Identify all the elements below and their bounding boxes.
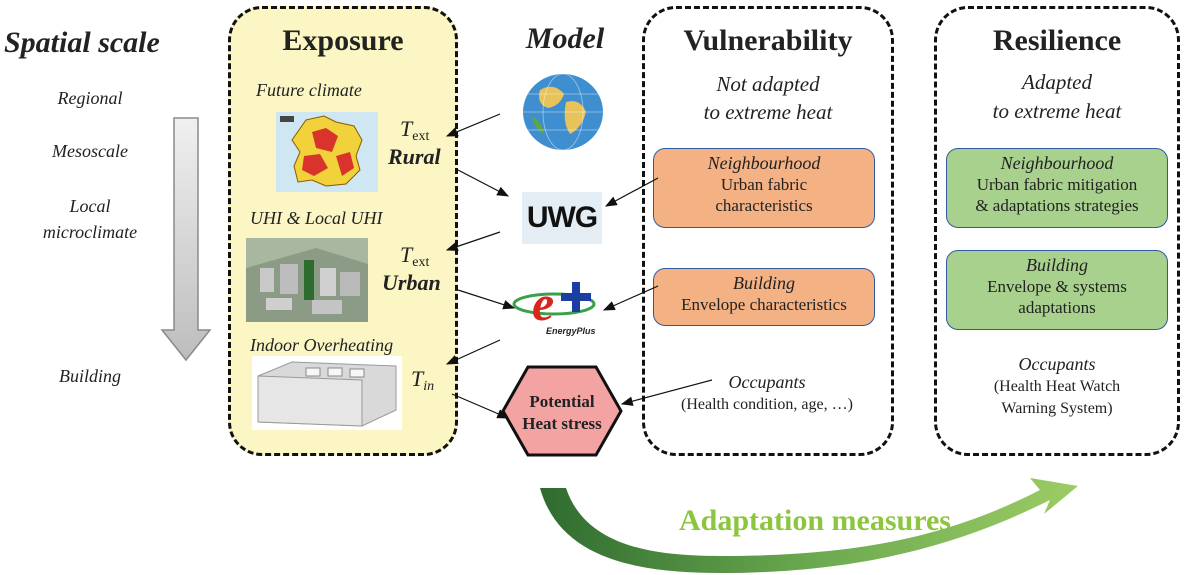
t-ext-rural-symbol: Text [400,116,430,144]
arrow-energyplus-to-tin [445,339,501,365]
arrow-tin-to-heat-stress [451,393,510,419]
heat-stress-line2: Heat stress [522,414,602,433]
resilience-title: Resilience [992,24,1122,57]
scale-building: Building [59,366,121,386]
resilience-occupants-title: Occupants [1018,354,1096,374]
resilience-panel [934,6,1180,456]
resilience-building-box: Building Envelope & systems adaptations [946,250,1168,330]
adaptation-curved-arrow [540,478,1078,573]
vulnerability-panel [642,6,894,456]
vulnerability-building-box: Building Envelope characteristics [653,268,875,326]
arrow-urban-to-energyplus [457,289,516,310]
adaptation-measures-label: Adaptation measures [679,504,951,537]
vulnerability-title: Vulnerability [683,24,853,57]
vulnerability-subtitle-1: Not adapted [716,72,820,96]
vulnerability-occupants-title: Occupants [728,372,806,392]
resilience-occupants-detail-2: Warning System) [1001,400,1113,417]
arrow-building-to-energyplus [602,285,659,311]
energyplus-label: EnergyPlus [546,326,596,336]
arrow-rural-to-uwg [457,169,510,197]
scale-regional: Regional [57,88,123,108]
exposure-title: Exposure [282,24,404,57]
spatial-scale-title: Spatial scale [4,26,160,59]
resilience-subtitle-1: Adapted [1022,70,1092,94]
resilience-subtitle-2: to extreme heat [992,99,1122,123]
scale-local: Local [69,196,111,216]
vulnerability-neighbourhood-box: Neighbourhood Urban fabric characteristi… [653,148,875,228]
urban-3d-model-image [246,238,368,322]
uwg-logo: UWG [522,192,602,244]
resilience-occupants-detail-1: (Health Heat Watch [993,378,1121,395]
spatial-scale-down-arrow [160,117,212,362]
arrow-neighbourhood-to-uwg [604,177,659,207]
scale-microclimate: microclimate [42,222,138,242]
resilience-neighbourhood-box: Neighbourhood Urban fabric mitigation & … [946,148,1168,228]
globe-icon [520,72,606,152]
energyplus-logo: e EnergyPlus [510,274,606,342]
t-ext-urban-symbol: Text [400,242,430,270]
rural-label: Rural [388,144,441,169]
urban-label: Urban [382,270,441,295]
arrow-occupants-to-heat-stress [620,379,713,406]
building-model-image [252,356,402,430]
vulnerability-occupants-detail: (Health condition, age, …) [681,396,853,413]
arrow-globe-to-text-rural [445,113,501,137]
scale-mesoscale: Mesoscale [52,141,128,161]
france-climate-map-image [276,112,378,192]
future-climate-label: Future climate [256,80,362,100]
heat-stress-line1: Potential [529,392,595,411]
t-in-symbol: Tin [411,366,435,394]
uhi-label: UHI & Local UHI [250,208,383,228]
indoor-overheating-label: Indoor Overheating [250,335,394,355]
svg-text:e: e [532,275,554,331]
model-title: Model [525,22,605,55]
vulnerability-subtitle-2: to extreme heat [703,100,833,124]
arrow-uwg-to-text-urban [445,231,501,252]
